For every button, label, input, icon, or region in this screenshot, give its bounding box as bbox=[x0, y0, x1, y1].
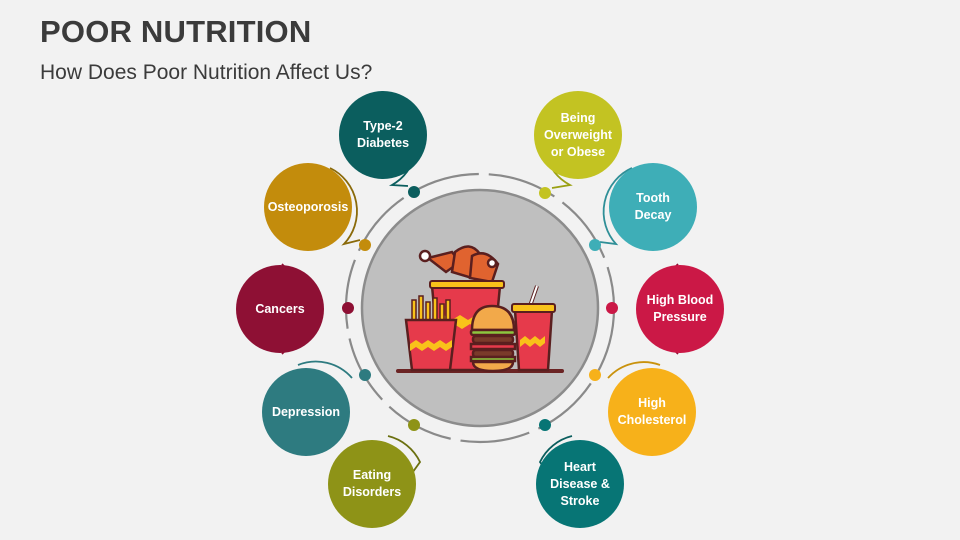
node-high-cholesterol: High Cholesterol bbox=[608, 368, 696, 456]
node-heart-disease: Heart Disease & Stroke bbox=[536, 440, 624, 528]
node-type2-diabetes: Type-2 Diabetes bbox=[339, 91, 427, 179]
node-label: Tooth Decay bbox=[634, 191, 672, 222]
node-high-blood-pressure: High Blood Pressure bbox=[636, 265, 724, 353]
node-label: Depression bbox=[271, 404, 341, 419]
node-label: Being Overweight or Obese bbox=[543, 110, 613, 159]
node-label: Osteoporosis bbox=[267, 199, 349, 214]
node-label: Type-2 Diabetes bbox=[356, 119, 410, 150]
node-label: Cancers bbox=[255, 301, 305, 316]
node-cancers: Cancers bbox=[236, 265, 324, 353]
fast-food-icon bbox=[396, 245, 564, 373]
node-eating-disorders: Eating Disorders bbox=[328, 440, 416, 528]
node-label: High Cholesterol bbox=[617, 396, 687, 427]
page-subtitle: How Does Poor Nutrition Affect Us? bbox=[40, 61, 373, 84]
node-depression: Depression bbox=[262, 368, 350, 456]
page-title: POOR NUTRITION bbox=[40, 14, 312, 49]
node-label: Eating Disorders bbox=[342, 468, 402, 499]
node-label: High Blood Pressure bbox=[646, 293, 714, 324]
connector-dots bbox=[342, 186, 618, 431]
node-being-overweight: Being Overweight or Obese bbox=[534, 91, 622, 179]
node-osteoporosis: Osteoporosis bbox=[264, 163, 352, 251]
node-tooth-decay: Tooth Decay bbox=[609, 163, 697, 251]
node-label: Heart Disease & Stroke bbox=[550, 459, 610, 508]
